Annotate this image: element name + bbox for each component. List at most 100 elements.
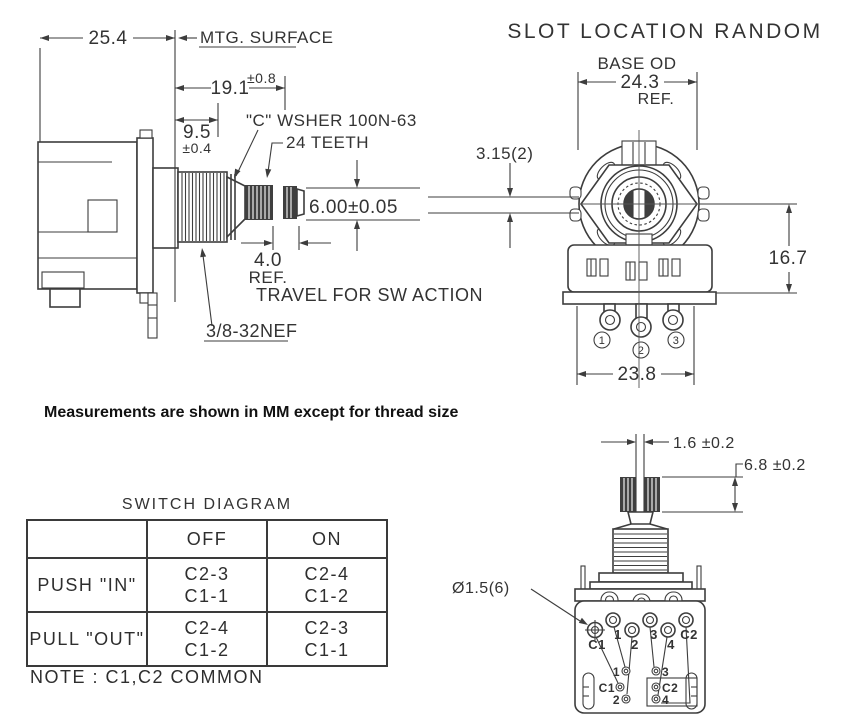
pull-out-on-line2: C1-1 [304,640,350,660]
terminal-2: 2 [632,341,650,359]
push-in-off-cell: C2-3 C1-1 [146,557,268,613]
front-view: SLOT LOCATION RANDOM [428,20,822,388]
pad-2: 2 [624,622,640,652]
terminal-3: 3 [667,331,685,349]
dim-6-8-text: 6.8 ±0.2 [744,457,806,474]
switch-table: OFF ON PUSH "IN" C2-3 C1-1 C2-4 C1-2 PUL… [26,519,388,667]
knurled-shaft [245,185,305,220]
terminal-2-number: 2 [638,345,645,357]
pin-3-label: 3 [662,665,669,679]
dim-19-1-tol: ±0.8 [247,70,276,86]
dim-4-0: 4.0 REF. TRAVEL FOR SW ACTION [241,226,483,305]
shaft-taper [226,174,246,240]
dim-9-5-text: 9.5 [183,122,211,143]
teeth-text: 24 TEETH [286,133,369,152]
solder-pads: C1 1 2 3 4 C2 [585,612,698,652]
pin-1-label: 1 [613,665,620,679]
mtg-surface-text: MTG. SURFACE [200,28,334,47]
thread-text: 3/8-32NEF [206,321,298,341]
dim-1-6-text: 1.6 ±0.2 [673,435,735,452]
switch-table-header-row: OFF ON [26,519,388,559]
switch-table-row-pull: PULL "OUT" C2-4 C1-2 C2-3 C1-1 [26,611,388,667]
terminal-3-number: 3 [673,335,680,347]
dim-3-15: 3.15(2) [428,144,579,248]
dim-3-15-text: 3.15(2) [476,144,533,163]
dim-16-7: 16.7 [716,204,808,294]
dim-25-4-text: 25.4 [89,28,128,49]
hole-dia-text: Ø1.5(6) [452,580,510,597]
switch-table-row-push: PUSH "IN" C2-3 C1-1 C2-4 C1-2 [26,557,388,613]
dim-4-0-ref: REF. [249,268,288,287]
push-in-on-line2: C1-2 [304,586,350,606]
dim-19-1: 19.1 ±0.8 [175,70,286,110]
hole-dia-callout: Ø1.5(6) [452,580,588,625]
dim-9-5: 9.5 ±0.4 [175,103,219,156]
pot-body-side-outline [37,129,179,339]
pad-1-label: 1 [614,627,622,642]
pad-3-label: 3 [650,627,658,642]
dim-6-00-text: 6.00±0.05 [309,197,398,218]
pull-out-off-line2: C1-2 [184,640,230,660]
front-view-title: SLOT LOCATION RANDOM [507,20,822,43]
washer-text: "C" WSHER 100N-63 [246,111,417,130]
switch-table-col-off: OFF [146,519,268,559]
knurled-top [620,477,660,512]
terminal-lugs: 1 2 3 [593,303,685,359]
dim-24-3-ref: REF. [638,91,675,108]
dim-1-6: 1.6 ±0.2 [601,435,735,452]
pin-2-label: 2 [613,693,620,707]
terminal-1-number: 1 [599,335,606,347]
dim-4-0-text: 4.0 [254,250,282,271]
housing-front [562,244,717,305]
travel-text: TRAVEL FOR SW ACTION [256,285,483,305]
pin-c2-label: C2 [662,681,678,695]
pad-4: 4 [660,622,676,652]
dim-23-8-text: 23.8 [618,364,657,385]
switch-diagram-section: SWITCH DIAGRAM OFF ON PUSH "IN" C2-3 C1-… [26,496,388,667]
pull-out-label: PULL "OUT" [26,611,148,667]
teeth-callout: 24 TEETH [265,133,369,178]
thread-callout: 3/8-32NEF [200,248,298,342]
base-od-text: BASE OD [597,54,676,73]
switch-traces [595,626,698,707]
pin-holes: 1 C1 2 3 C2 4 [599,665,678,707]
switch-table-col-on: ON [266,519,388,559]
dim-23-8: 23.8 [576,306,695,385]
pad-c2: C2 [678,612,698,642]
bottom-view: 1.6 ±0.2 6.8 ±0.2 [452,434,806,714]
shaft-slot [635,434,645,512]
push-in-on-cell: C2-4 C1-2 [266,557,388,613]
pin-c1-label: C1 [599,681,615,695]
units-note: Measurements are shown in MM except for … [44,404,459,421]
terminal-1: 1 [593,331,611,349]
push-in-on-line1: C2-4 [304,563,350,584]
dim-24-3: BASE OD 24.3 REF. [577,54,698,150]
side-view: 25.4 MTG. SURFACE 19.1 ±0.8 9.5 ±0.4 "C"… [37,28,483,342]
dim-16-7-text: 16.7 [769,248,808,269]
base-plate [562,291,717,305]
shaft-end-cap [296,187,305,218]
pad-c1-label: C1 [588,637,606,652]
dim-24-3-text: 24.3 [621,72,660,93]
push-in-off-line1: C2-3 [184,563,230,584]
push-in-label: PUSH "IN" [26,557,148,613]
dim-19-1-text: 19.1 [211,78,250,99]
dim-6-8: 6.8 ±0.2 [662,457,806,513]
pad-c1: C1 [585,620,606,652]
washer-callout: "C" WSHER 100N-63 [234,111,417,178]
common-note: NOTE : C1,C2 COMMON [30,667,264,687]
pad-c2-label: C2 [680,627,698,642]
pull-out-on-cell: C2-3 C1-1 [266,611,388,667]
mtg-surface-label: MTG. SURFACE [178,28,334,48]
switch-diagram-title: SWITCH DIAGRAM [121,496,293,513]
pull-out-off-line1: C2-4 [184,617,230,638]
pad-1: 1 [605,612,622,642]
pad-3: 3 [642,612,658,642]
pad-4-label: 4 [667,637,675,652]
pull-out-on-line1: C2-3 [304,617,350,638]
threaded-bushing [177,171,228,243]
pull-out-off-cell: C2-4 C1-2 [146,611,268,667]
pin-4-label: 4 [662,693,669,707]
bushing-bottom [580,511,702,591]
